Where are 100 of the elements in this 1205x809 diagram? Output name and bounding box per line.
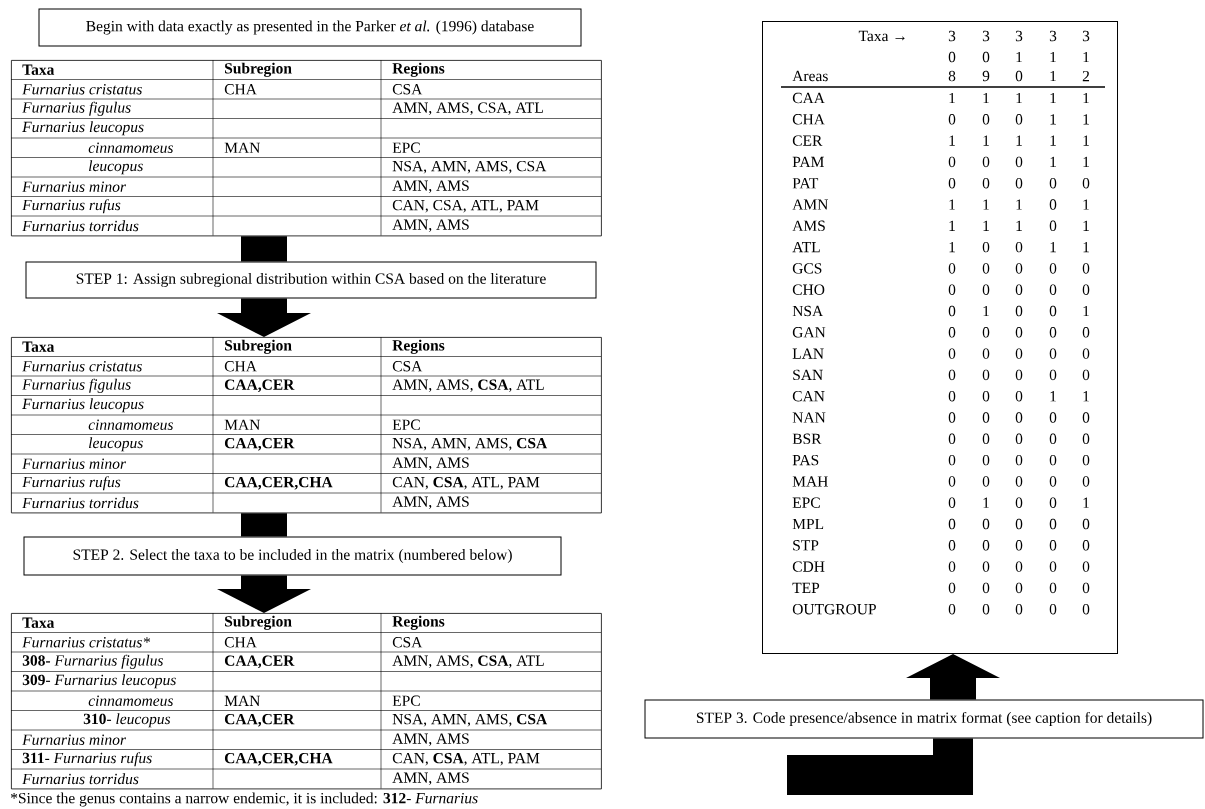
presence-value: 0 [1082,284,1090,295]
presence-value: 0 [1015,412,1023,423]
subregion-code: MAN [224,695,260,706]
presence-value: 0 [1015,433,1023,445]
presence-value: 1 [1083,497,1089,508]
region-list: AMN, AMS, CSA, ATL [392,379,544,393]
presence-value: 1 [1083,242,1089,253]
presence-value: 1 [1016,135,1022,146]
subregion-code: MAN [224,419,260,430]
subregion-code: CAA,CER [224,655,295,669]
presence-value: 0 [948,369,956,381]
presence-value: 0 [982,412,990,423]
presence-value: 0 [1082,582,1090,594]
taxon-name: 310- leucopus [83,713,171,728]
presence-value: 1 [1016,220,1022,231]
area-code: NSA [792,305,824,317]
region-list: CAN, CSA, ATL, PAM [392,476,540,490]
region-list: AMN, AMS [392,180,469,194]
column-header: Subregion [225,615,292,630]
area-code: MAH [792,476,828,487]
taxon-number-digit: 3 [1049,30,1057,42]
presence-value: 1 [1083,199,1089,210]
presence-value: 0 [1015,114,1023,125]
presence-value: 0 [1015,369,1023,381]
presence-value: 0 [982,178,990,189]
presence-value: 0 [1082,263,1090,274]
presence-value: 1 [1016,199,1022,210]
taxon-name: Furnarius leucopus [22,121,144,136]
presence-value: 0 [948,476,956,487]
presence-value: 1 [949,92,955,104]
subregion-code: CHA [224,637,257,648]
region-list: NSA, AMN, AMS, CSA [392,713,548,727]
presence-value: 0 [982,284,990,295]
presence-value: 0 [982,348,990,359]
taxon-number-digit: 0 [982,51,990,63]
region-list: EPC [392,695,420,706]
area-code: EPC [792,497,820,508]
presence-value: 0 [1049,476,1057,487]
presence-value: 0 [982,327,990,338]
presence-value: 1 [1050,242,1056,253]
area-code: CHO [792,284,825,295]
presence-value: 0 [982,433,990,445]
area-code: SAN [793,369,823,381]
taxon-number-digit: 1 [1050,51,1056,63]
subregion-code: CAA,CER,CHA [224,752,333,766]
presence-value: 0 [1049,604,1057,615]
presence-value: 0 [1015,241,1023,253]
taxon-name: leucopus [89,160,143,175]
presence-value: 1 [949,135,955,146]
region-list: CAN, CSA, ATL, PAM [392,199,539,213]
subregion-code: CHA [224,84,257,95]
presence-value: 1 [1050,114,1056,125]
presence-value: 0 [1049,348,1057,359]
taxon-number-digit: 1 [1083,51,1089,63]
taxon-number-digit: 0 [1015,70,1023,82]
region-list: CAN, CSA, ATL, PAM [392,752,540,766]
area-code: GAN [792,327,826,338]
presence-value: 0 [1049,178,1057,189]
presence-value: 1 [1083,92,1089,104]
presence-value: 1 [1083,114,1089,125]
region-list: EPC [392,419,420,430]
area-code: BSR [792,433,822,444]
region-list: AMN, AMS [392,496,469,510]
presence-value: 0 [1015,284,1023,295]
taxon-name: cinnamomeus [88,419,173,430]
taxon-number-digit: 0 [948,51,956,63]
presence-value: 0 [1015,518,1023,530]
area-code: PAS [792,454,819,466]
taxon-name: 308- Furnarius figulus [22,654,163,669]
taxon-name: cinnamomeus [88,142,173,153]
subregion-code: MAN [224,142,260,153]
subregion-code: CAA,CER [224,379,295,393]
taxon-name: Furnarius leucopus [22,398,144,413]
presence-value: 0 [948,156,956,168]
taxon-number-digit: 9 [982,70,990,82]
column-header: Regions [392,339,445,354]
area-code: CHA [792,114,825,125]
presence-value: 1 [949,220,955,231]
presence-value: 0 [1015,476,1023,487]
presence-value: 0 [1049,497,1057,508]
presence-value: 0 [982,540,990,551]
subregion-code: CHA [224,361,257,372]
taxon-number-digit: 3 [1015,30,1023,42]
presence-value: 0 [948,178,956,189]
region-list: AMN, AMS [392,457,469,471]
taxon-number-digit: 1 [1016,51,1022,63]
presence-value: 0 [982,369,990,381]
area-code: STP [793,540,819,551]
region-list: AMN, AMS, CSA, ATL [392,102,543,116]
presence-value: 0 [1049,454,1057,466]
presence-value: 1 [949,199,955,210]
taxon-name: 311- Furnarius rufus [22,752,152,767]
step-box: Begin with data exactly as presented in the Parker et al. (1996) database [38,8,582,47]
row-heading: Areas [792,70,828,82]
presence-value: 0 [1082,348,1090,359]
presence-value: 1 [1083,305,1089,317]
column-header: Taxa [22,64,55,75]
presence-value: 1 [983,135,989,146]
presence-value: 0 [948,327,956,338]
region-list: AMN, AMS [392,219,469,233]
